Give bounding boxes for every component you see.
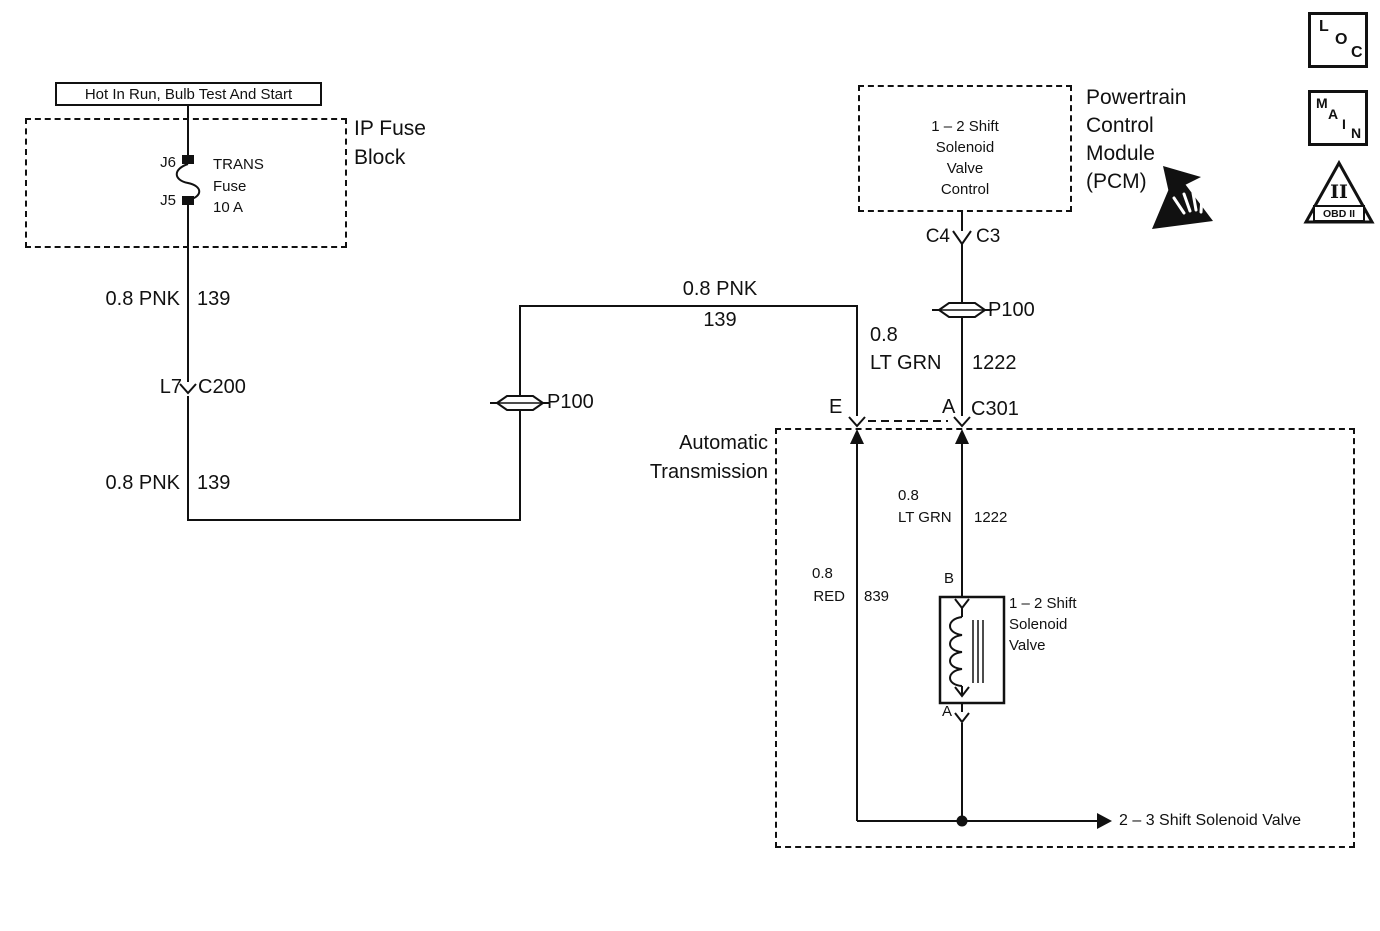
- loc-symbol: L O C: [1308, 12, 1368, 68]
- pnk-span-wire-label: 0.8 PNK: [682, 278, 758, 300]
- pnk-lower-circuit-label: 139: [197, 472, 231, 494]
- ltgrn-inner-circuit-label: 1222: [974, 509, 1008, 526]
- output-arrowhead: [1097, 813, 1112, 829]
- pnk-upper-circuit-label: 139: [197, 288, 231, 310]
- pcm-box: [858, 85, 1072, 212]
- c200-name-label: C200: [198, 376, 246, 398]
- obdii-numeral: II: [1330, 181, 1348, 203]
- fuse-terminal-bottom: [182, 196, 194, 205]
- red-size-label: 0.8: [812, 565, 833, 582]
- solenoid-symbol: [938, 595, 1006, 705]
- pnk-lower-wire-label: 0.8 PNK: [105, 472, 180, 494]
- ip-fuse-block-label-line1: IP Fuse: [354, 117, 426, 140]
- pcm-box-line1: 1 – 2 Shift: [931, 118, 999, 135]
- wire-c200-run-pnk: [187, 305, 858, 521]
- fuse-pin-top-label: J6: [160, 154, 176, 171]
- ltgrn-upper-size-label: 0.8: [870, 324, 898, 346]
- main-letter-n: N: [1351, 125, 1362, 141]
- e-entry-arrowhead: [850, 429, 864, 444]
- transmission-label-line1: Automatic: [679, 432, 768, 454]
- c301-name-label: C301: [971, 398, 1019, 420]
- c4c3-connector-symbol: [952, 230, 972, 246]
- c3-pin-label: C3: [976, 226, 1001, 247]
- loc-letter-o: O: [1335, 31, 1348, 48]
- p100-right-label: P100: [988, 299, 1035, 321]
- ltgrn-inner-size-label: 0.8: [898, 487, 919, 504]
- pcm-box-line4: Control: [940, 181, 990, 198]
- solenoid-label-line2: Solenoid: [1009, 616, 1068, 633]
- pcm-label-line1: Powertrain: [1086, 86, 1187, 109]
- fuse-name-label: TRANS: [213, 156, 264, 173]
- output-destination-label: 2 – 3 Shift Solenoid Valve: [1119, 812, 1302, 829]
- junction-dot: [956, 815, 968, 827]
- loc-letter-c: C: [1351, 44, 1363, 61]
- fuse-pin-bottom-label: J5: [160, 192, 176, 209]
- pcm-label-line4: (PCM): [1086, 170, 1147, 193]
- c200-pin-label: L7: [159, 376, 182, 398]
- p100-left-label: P100: [547, 391, 594, 413]
- c301-pin-a-label: A: [942, 396, 956, 418]
- power-source-banner: Hot In Run, Bulb Test And Start: [55, 82, 322, 106]
- fuse-word-label: Fuse: [213, 178, 247, 195]
- obdii-caption: OBD II: [1313, 205, 1365, 222]
- transmission-box: [775, 428, 1355, 848]
- transmission-label-line2: Transmission: [649, 461, 768, 483]
- fuse-element-icon: [175, 163, 201, 201]
- esd-icon: [1152, 166, 1213, 229]
- main-letter-a: A: [1328, 106, 1339, 122]
- splice-p100-left-icon: [490, 395, 550, 411]
- solenoid-pin-a-label: A: [941, 703, 952, 720]
- ltgrn-inner-color-label: LT GRN: [898, 509, 952, 526]
- c200-connector-symbol: [179, 383, 197, 395]
- a-entry-arrowhead: [955, 429, 969, 444]
- loc-letter-l: L: [1319, 18, 1329, 35]
- pnk-span-circuit-label: 139: [703, 309, 737, 331]
- pcm-box-line2: Solenoid: [935, 139, 995, 156]
- c301-a-terminal-symbol: [953, 416, 971, 428]
- pcm-box-line3: Valve: [946, 160, 984, 177]
- solenoid-core-icon: [972, 620, 984, 683]
- red-color-label: RED: [813, 588, 845, 605]
- ltgrn-upper-color-label: LT GRN: [870, 352, 942, 374]
- red-circuit-label: 839: [864, 588, 890, 605]
- splice-p100-right-icon: [932, 302, 992, 318]
- fuse-rating-label: 10 A: [213, 199, 244, 216]
- main-letter-i: I: [1342, 116, 1346, 132]
- main-letter-m: M: [1316, 95, 1328, 111]
- c301-pin-e-label: E: [829, 396, 843, 418]
- c4-pin-label: C4: [925, 226, 950, 247]
- solenoid-label-line1: 1 – 2 Shift: [1009, 595, 1077, 612]
- pcm-label-line3: Module: [1086, 142, 1155, 165]
- power-source-text: Hot In Run, Bulb Test And Start: [84, 85, 293, 103]
- fuse-terminal-top: [182, 155, 194, 164]
- solenoid-label-line3: Valve: [1009, 637, 1046, 654]
- solenoid-coil-icon: [949, 616, 963, 687]
- ip-fuse-block-box: [25, 118, 347, 248]
- pnk-upper-wire-label: 0.8 PNK: [105, 288, 180, 310]
- main-symbol: M A I N: [1308, 90, 1368, 146]
- pcm-label-line2: Control: [1086, 114, 1154, 137]
- solenoid-a-terminal-symbol: [954, 712, 970, 724]
- c301-e-terminal-symbol: [848, 416, 866, 428]
- ltgrn-upper-circuit-label: 1222: [972, 352, 1017, 374]
- solenoid-pin-b-label: B: [943, 570, 954, 587]
- ip-fuse-block-label-line2: Block: [354, 146, 406, 169]
